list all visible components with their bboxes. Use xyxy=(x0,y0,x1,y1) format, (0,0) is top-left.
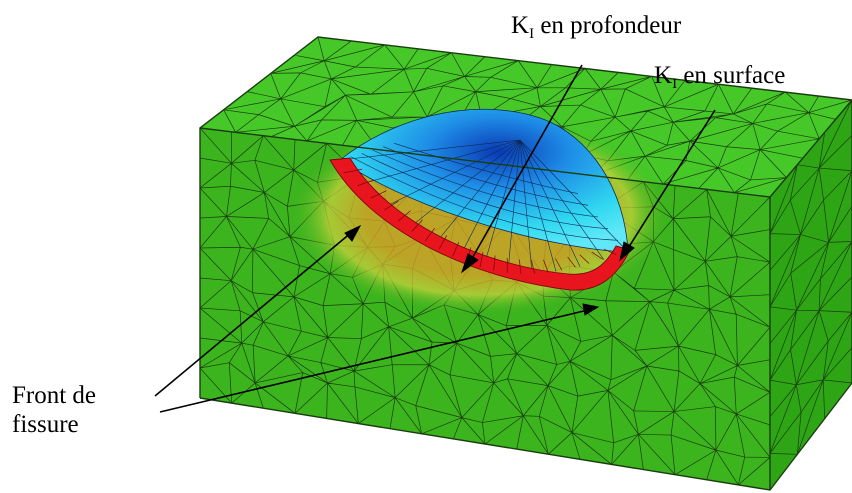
arrow-head-k-depth xyxy=(461,253,479,274)
arrow-head-front-left xyxy=(344,224,362,242)
arrow-head-front-right xyxy=(582,303,600,316)
mesh-crack-surface xyxy=(339,139,629,274)
mesh-side xyxy=(770,100,852,490)
mesh-crack-surface-lines xyxy=(339,139,629,274)
label-k-surface: KI en surface xyxy=(654,62,786,92)
arrow-head-k-surface xyxy=(619,241,635,262)
arrow-k-depth xyxy=(469,64,583,263)
annotation-arrows xyxy=(154,64,716,413)
arrow-k-surface xyxy=(626,109,716,251)
label-k-depth: KI en profondeur xyxy=(511,12,682,42)
arrow-front-right xyxy=(159,309,589,413)
arrow-front-left xyxy=(154,231,353,397)
block-corner-edge xyxy=(769,99,852,198)
mesh-side-lines xyxy=(770,100,852,490)
block-side-face xyxy=(770,100,852,490)
